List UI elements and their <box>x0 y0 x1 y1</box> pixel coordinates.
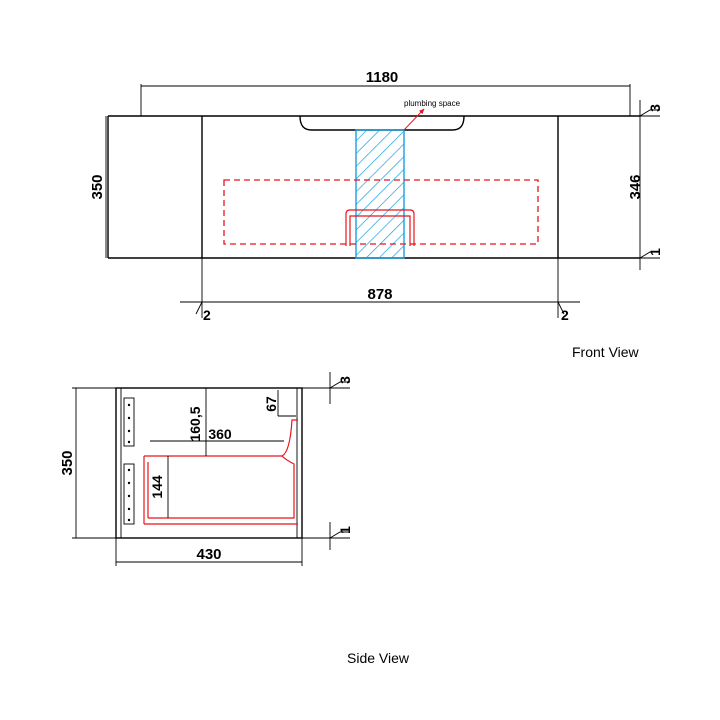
dim-side-right: 3 1 <box>302 372 353 550</box>
front-view-label: Front View <box>572 344 639 360</box>
dim-drawer-offset: 160,5 <box>187 388 207 456</box>
svg-text:144: 144 <box>149 475 165 499</box>
svg-text:1: 1 <box>647 248 663 256</box>
dim-front-right: 3 346 1 <box>627 100 663 270</box>
dim-side-depth: 430 <box>115 538 303 566</box>
side-drawer-profile <box>143 419 298 525</box>
svg-text:3: 3 <box>337 376 353 384</box>
side-view: 67 160,5 360 144 350 430 <box>59 372 353 566</box>
side-cabinet-outline <box>115 387 303 539</box>
plumbing-space <box>355 129 405 259</box>
plumbing-space-leader <box>403 108 425 131</box>
svg-text:3: 3 <box>647 104 663 112</box>
svg-text:2: 2 <box>561 307 569 323</box>
svg-text:67: 67 <box>263 396 279 412</box>
side-mounting-rails <box>123 397 135 525</box>
dim-inner-width: 878 2 2 <box>180 258 580 323</box>
svg-text:430: 430 <box>196 546 221 563</box>
front-siphon-cutout <box>345 209 415 246</box>
dim-front-height: 350 <box>89 116 107 258</box>
front-view: plumbing space 1180 350 3 346 1 <box>89 69 663 323</box>
svg-text:878: 878 <box>367 286 392 303</box>
svg-text:1180: 1180 <box>366 69 399 86</box>
svg-text:360: 360 <box>208 426 232 442</box>
svg-text:2: 2 <box>203 307 211 323</box>
dim-drawer-depth: 360 <box>150 426 284 442</box>
svg-text:160,5: 160,5 <box>187 406 203 441</box>
svg-text:1: 1 <box>337 526 353 534</box>
dim-overall-width: 1180 <box>140 69 631 116</box>
front-drawer-dashed-outline <box>223 179 539 245</box>
svg-text:346: 346 <box>627 174 644 199</box>
dim-notch: 67 <box>263 390 296 417</box>
dim-side-height: 350 <box>59 387 116 539</box>
side-view-label: Side View <box>347 650 410 666</box>
svg-text:350: 350 <box>59 450 76 475</box>
dim-drawer-height: 144 <box>149 456 169 518</box>
svg-text:350: 350 <box>89 174 106 199</box>
plumbing-space-label: plumbing space <box>404 99 461 108</box>
